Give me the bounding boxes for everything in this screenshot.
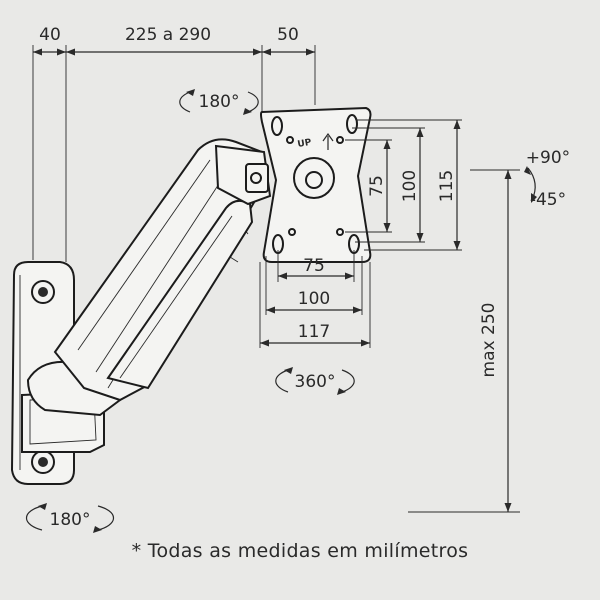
gas-spring-arm bbox=[21, 138, 272, 453]
top-swivel-rotation-icon bbox=[179, 89, 259, 115]
tilt-down-label: -45° bbox=[530, 190, 566, 210]
tilt-up-label: +90° bbox=[526, 148, 570, 168]
bottom-dimension-lines bbox=[259, 250, 371, 348]
vesa-inner-height-label: 75 bbox=[367, 175, 387, 197]
wall-offset-label: 40 bbox=[39, 25, 61, 45]
measurement-footnote: * Todas as medidas em milímetros bbox=[131, 540, 469, 562]
top-dimension-lines bbox=[32, 45, 316, 262]
arm-reach-label: 225 a 290 bbox=[125, 25, 211, 45]
plate-rotation-icon bbox=[275, 367, 355, 395]
plate-width-label: 117 bbox=[298, 322, 330, 342]
vesa-outer-height-label: 100 bbox=[400, 170, 420, 202]
base-swivel-label: 180° bbox=[50, 510, 91, 530]
tilt-arrows bbox=[524, 166, 537, 203]
vesa-inner-width-label: 75 bbox=[303, 256, 325, 276]
vesa-outer-width-label: 100 bbox=[298, 289, 330, 309]
plate-height-label: 115 bbox=[437, 170, 457, 202]
plate-rotation-label: 360° bbox=[295, 372, 336, 392]
max-height-label: max 250 bbox=[479, 303, 499, 378]
top-swivel-label: 180° bbox=[199, 92, 240, 112]
vesa-plate bbox=[260, 106, 372, 263]
base-swivel-rotation-icon bbox=[25, 503, 115, 533]
plate-up-label: UP bbox=[297, 138, 313, 150]
plate-offset-label: 50 bbox=[277, 25, 299, 45]
right-dimension-lines bbox=[345, 119, 462, 251]
height-dimension-lines bbox=[408, 169, 520, 513]
